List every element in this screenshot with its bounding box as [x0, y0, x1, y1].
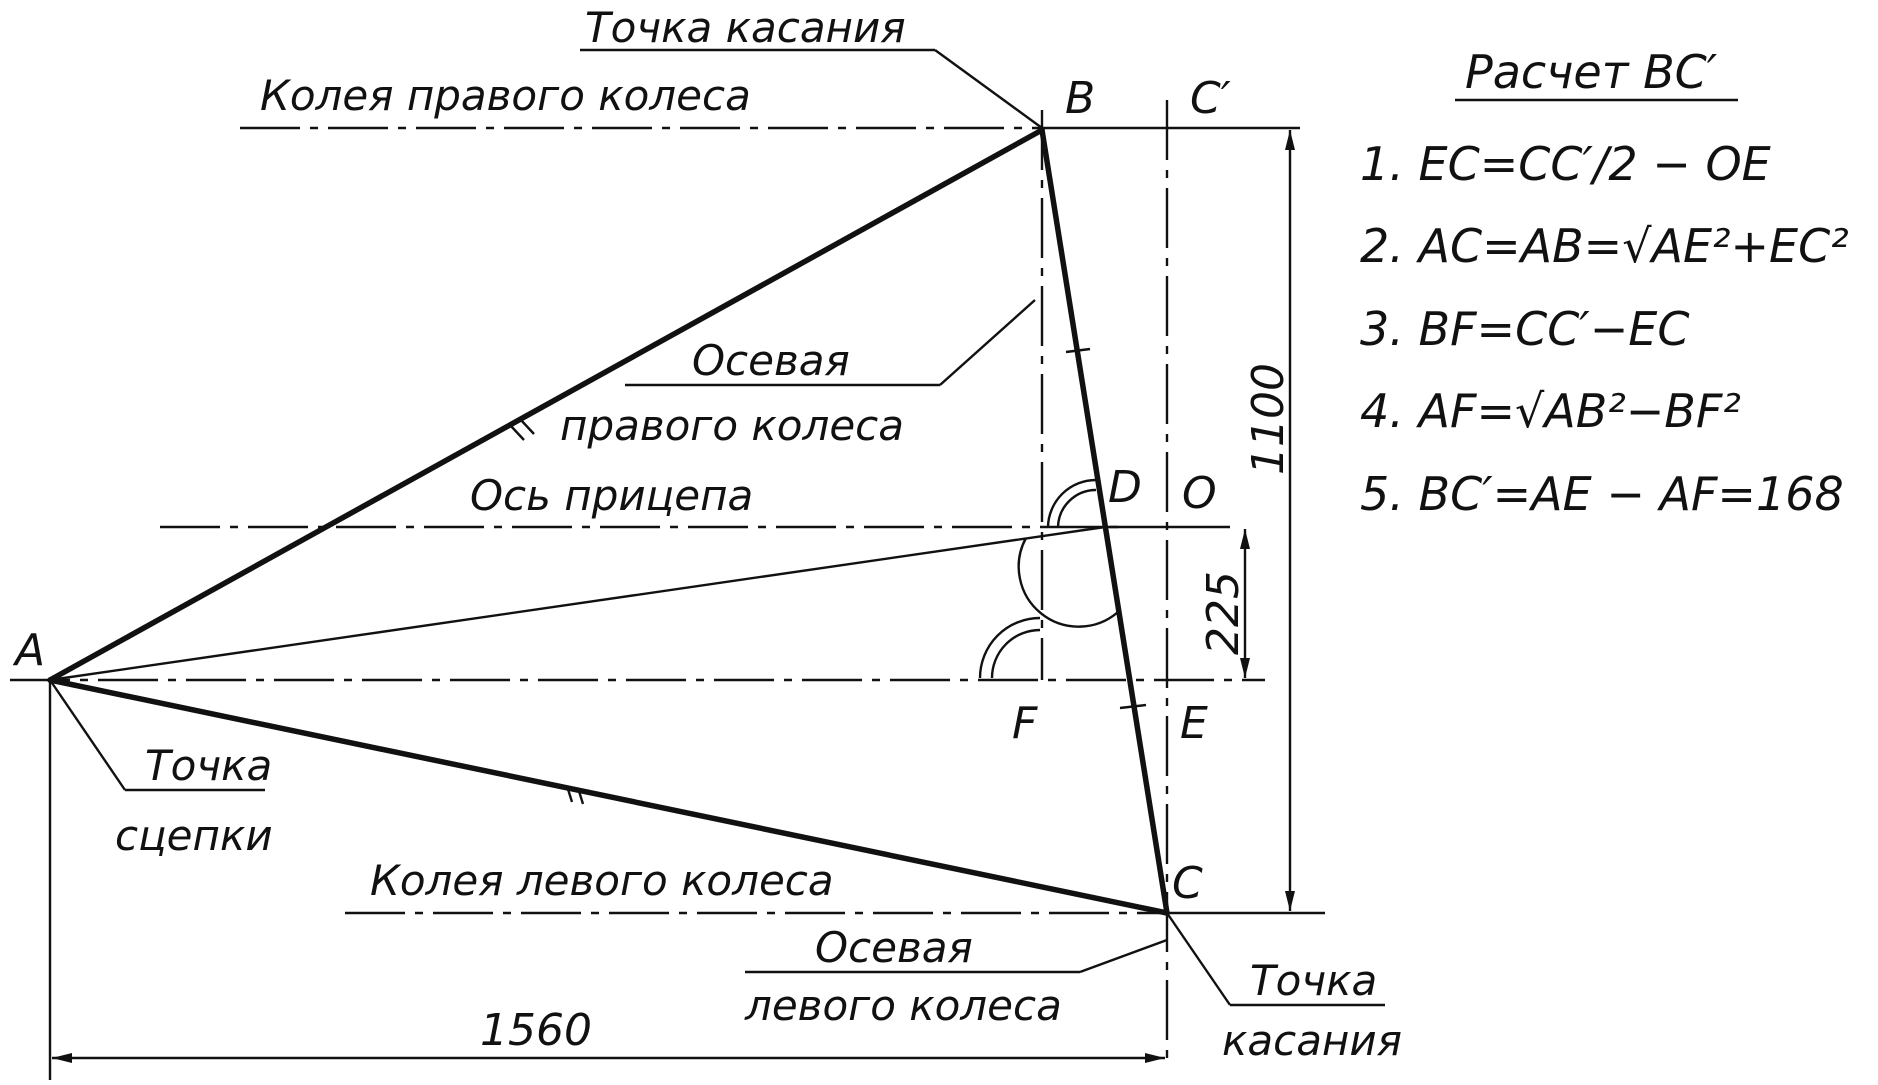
segment-ab — [47, 127, 1045, 683]
point-e-label: E — [1180, 698, 1208, 749]
dimension-1100: 1100 — [1243, 363, 1294, 475]
equal-mark-ec — [1119, 703, 1147, 710]
angle-arc-f-inner — [990, 628, 1041, 679]
segment-ad — [49, 525, 1106, 682]
calculation-title: Расчет BC′ — [1465, 45, 1718, 99]
point-f-label: F — [1012, 698, 1038, 749]
right-wheel-axis-label-1: Осевая — [692, 336, 850, 385]
leader-hitch — [49, 679, 126, 791]
leader-right-axis — [939, 299, 1036, 386]
equal-mark-bd — [1065, 347, 1091, 354]
tangent-point-bottom-label-1: Точка — [1250, 956, 1377, 1005]
calculation-step-2: 2. AC=AB=√AE²+EC² — [1360, 219, 1849, 273]
hitch-point-label-1: Точка — [145, 741, 272, 790]
angle-arc-d-upper-outer — [1046, 478, 1097, 528]
left-wheel-axis-label-1: Осевая — [815, 923, 973, 972]
point-c-label: C — [1172, 858, 1203, 909]
angle-arc-d-lower — [1017, 537, 1119, 628]
angle-arc-d-upper-inner — [1056, 488, 1097, 528]
point-a-label: A — [12, 625, 45, 676]
equal-marks-ab — [509, 418, 535, 441]
point-b-label: B — [1065, 73, 1095, 124]
left-wheel-track-label: Колея левого колеса — [370, 856, 834, 905]
dimension-1560: 1560 — [480, 1005, 592, 1056]
point-c-prime-label: C′ — [1190, 73, 1231, 124]
dimension-225: 225 — [1198, 571, 1249, 655]
trailer-axis-label: Ось прицепа — [470, 471, 753, 520]
calculation-step-1: 1. EC=CC′/2 − OE — [1360, 137, 1771, 191]
calculation-step-3: 3. BF=CC′−EC — [1360, 302, 1689, 356]
tangent-point-top-label: Точка касания — [585, 3, 906, 52]
leader-left-axis — [1079, 938, 1168, 974]
tangent-point-bottom-label-2: касания — [1222, 1016, 1402, 1065]
calculation-step-5: 5. BC′=AE − AF=168 — [1360, 467, 1844, 521]
angle-arc-f-outer — [978, 616, 1041, 679]
point-o-label: O — [1182, 468, 1217, 519]
left-wheel-axis-label-2: левого колеса — [744, 981, 1062, 1030]
hitch-point-label-2: сцепки — [115, 811, 273, 860]
segment-bc — [1039, 127, 1170, 916]
leader-tangent-bottom — [1166, 912, 1231, 1006]
segment-ac — [47, 677, 1170, 916]
leader-tangent-top — [934, 49, 1043, 129]
equal-marks-ac — [565, 785, 585, 805]
right-wheel-axis-label-2: правого колеса — [560, 401, 904, 450]
point-d-label: D — [1108, 462, 1142, 513]
calculation-step-4: 4. AF=√AB²−BF² — [1360, 384, 1741, 438]
right-wheel-track-label: Колея правого колеса — [260, 71, 751, 120]
